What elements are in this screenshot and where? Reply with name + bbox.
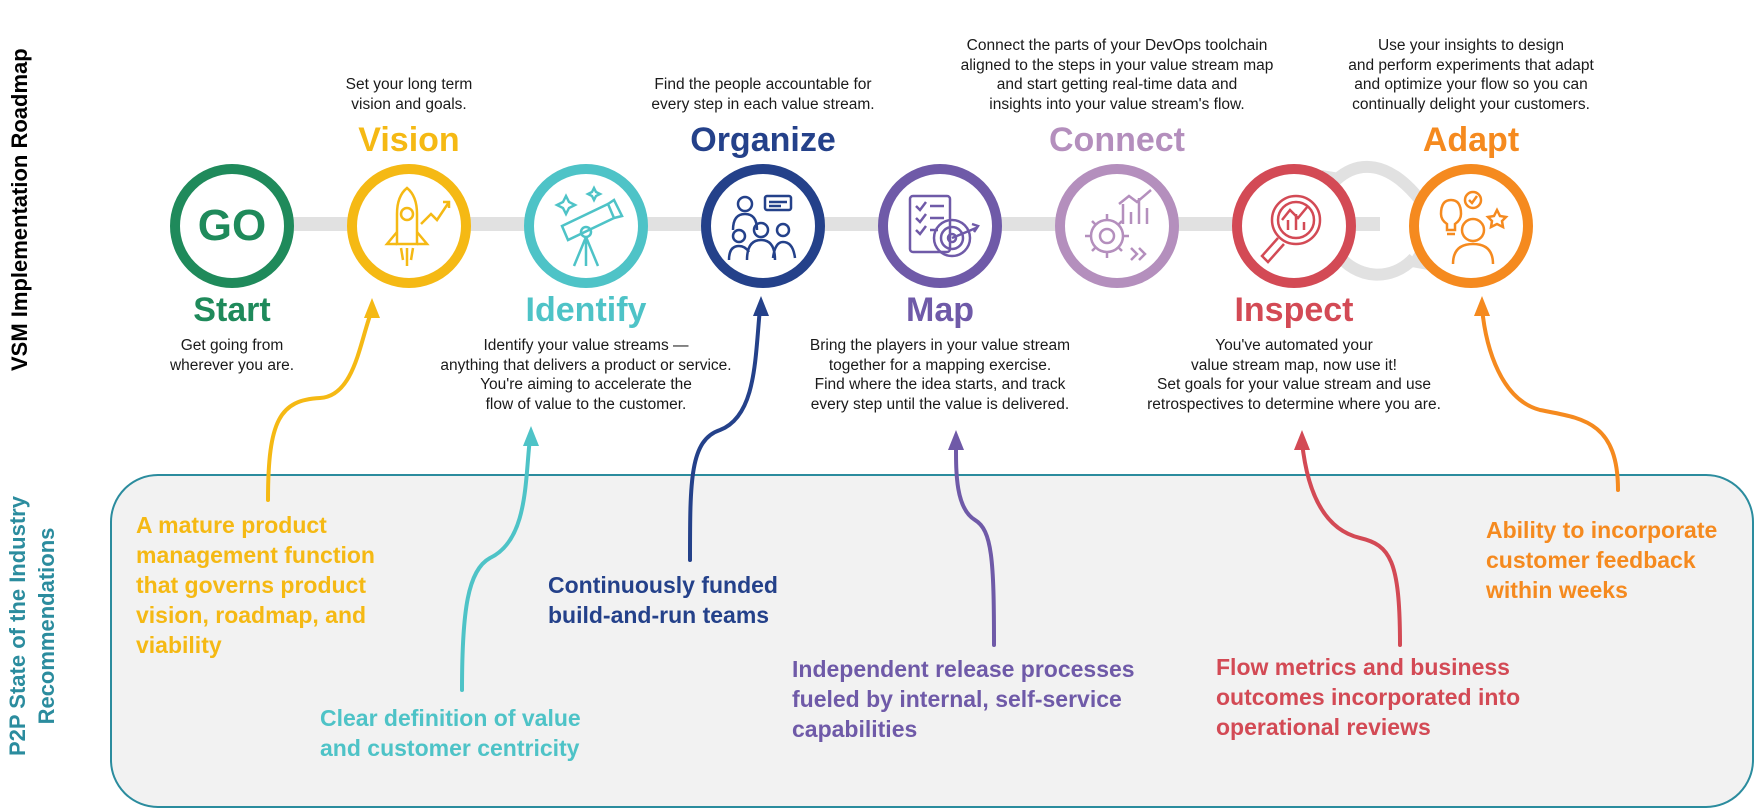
step-connect-description: Connect the parts of your DevOps toolcha… <box>927 36 1307 114</box>
description-line: anything that delivers a product or serv… <box>440 356 732 374</box>
recommendation-flow-metrics: Flow metrics and business outcomes incor… <box>1216 652 1520 742</box>
recommendation-line: Continuously funded <box>548 572 778 598</box>
description-line: continually delight your customers. <box>1352 95 1590 113</box>
description-line: flow of value to the customer. <box>485 395 687 413</box>
description-line: Set goals for your value stream and use <box>1157 376 1431 393</box>
recommendation-funded-teams: Continuously funded build-and-run teams <box>548 570 778 630</box>
step-connect-circle <box>1055 164 1179 288</box>
step-connect-title: Connect <box>1049 121 1185 159</box>
description-line: Find where the idea starts, and track <box>814 376 1066 393</box>
recommendation-line: outcomes incorporated into <box>1216 684 1521 710</box>
step-identify-title: Identify <box>525 291 647 329</box>
connector-map <box>953 440 996 647</box>
description-line: insights into your value stream's flow. <box>989 95 1245 113</box>
description-line: retrospectives to determine where you ar… <box>1147 395 1441 413</box>
description-line: value stream map, now use it! <box>1191 356 1397 374</box>
description-line: You've automated your <box>1215 337 1373 354</box>
recommendation-line: operational reviews <box>1216 714 1431 740</box>
step-identify-description: Identify your value streams — anything t… <box>406 336 766 414</box>
step-adapt-title: Adapt <box>1422 121 1520 159</box>
recommendation-line: Clear definition of value <box>320 705 581 731</box>
step-identify-circle <box>524 164 648 288</box>
step-inspect-description: You've automated your value stream map, … <box>1104 336 1484 414</box>
description-line: vision and goals. <box>351 95 467 113</box>
description-line: every step until the value is delivered. <box>810 395 1070 413</box>
step-adapt-description: Use your insights to design and perform … <box>1301 36 1641 114</box>
step-organize-title: Organize <box>690 121 836 159</box>
recommendation-line: that governs product <box>136 572 367 598</box>
idea-person-icon <box>1439 190 1509 265</box>
description-line: Find the people accountable for <box>654 76 872 93</box>
recommendation-line: A mature product <box>136 512 327 538</box>
connector-adapt-arrowhead <box>1474 296 1490 316</box>
description-line: Bring the players in your value stream <box>809 337 1071 354</box>
connector-vision-arrowhead <box>364 298 380 318</box>
description-line: together for a mapping exercise. <box>828 356 1052 374</box>
description-line: every step in each value stream. <box>651 95 875 113</box>
team-icon <box>727 194 797 261</box>
recommendations-panel <box>110 474 1754 808</box>
connector-identify-arrowhead <box>523 426 539 446</box>
telescope-icon <box>554 185 624 267</box>
recommendation-line: customer feedback <box>1486 547 1696 573</box>
step-start-title: Start <box>193 291 271 329</box>
step-start-circle: GO <box>170 164 294 288</box>
step-organize-circle <box>701 164 825 288</box>
description-line: and optimize your flow so you can <box>1354 76 1588 93</box>
recommendation-line: Independent release processes <box>792 656 1135 682</box>
recommendation-line: fueled by internal, self-service <box>792 686 1122 712</box>
gear-chart-icon <box>1085 189 1152 261</box>
step-adapt-circle <box>1409 164 1533 288</box>
step-start-description: Get going from wherever you are. <box>62 336 402 375</box>
step-vision-title: Vision <box>358 121 460 159</box>
recommendation-line: within weeks <box>1486 577 1628 603</box>
description-line: Set your long term <box>345 76 473 93</box>
recommendation-line: management function <box>136 542 375 568</box>
connector-organize <box>688 306 762 562</box>
connector-adapt <box>1480 306 1620 492</box>
connector-organize-arrowhead <box>753 296 769 316</box>
recommendation-line: Ability to incorporate <box>1486 517 1718 543</box>
recommendation-value-definition: Clear definition of value and customer c… <box>320 703 581 763</box>
recommendation-line: and customer centricity <box>320 735 580 761</box>
step-vision-description: Set your long term vision and goals. <box>239 75 579 114</box>
step-map-title: Map <box>906 291 974 329</box>
description-line: Use your insights to design <box>1377 37 1565 54</box>
step-inspect-circle <box>1232 164 1356 288</box>
recommendation-line: viability <box>136 632 222 658</box>
step-organize-description: Find the people accountable for every st… <box>593 75 933 114</box>
connector-vision <box>266 308 374 502</box>
description-line: and perform experiments that adapt <box>1348 56 1594 74</box>
recommendation-product-management: A mature product management function tha… <box>136 510 375 660</box>
recommendation-line: build-and-run teams <box>548 602 770 628</box>
step-map-circle <box>878 164 1002 288</box>
description-line: aligned to the steps in your value strea… <box>960 56 1274 74</box>
connector-inspect-arrowhead <box>1294 430 1310 450</box>
description-line: You're aiming to accelerate the <box>480 376 692 393</box>
description-line: Identify your value streams — <box>483 337 689 354</box>
rocket-icon <box>384 186 451 266</box>
recommendation-release-processes: Independent release processes fueled by … <box>792 654 1135 744</box>
connector-identify <box>460 436 532 692</box>
step-map-description: Bring the players in your value stream t… <box>760 336 1120 414</box>
magnifier-chart-icon <box>1260 194 1322 264</box>
description-line: and start getting real-time data and <box>996 76 1238 93</box>
step-vision-circle <box>347 164 471 288</box>
go-label: GO <box>197 201 267 250</box>
description-line: Connect the parts of your DevOps toolcha… <box>966 37 1268 54</box>
connector-map-arrowhead <box>948 430 964 450</box>
recommendation-line: Flow metrics and business <box>1216 654 1510 680</box>
description-line: wherever you are. <box>169 356 295 374</box>
target-checklist-icon <box>908 194 980 258</box>
description-line: Get going from <box>180 337 284 354</box>
step-inspect-title: Inspect <box>1234 291 1354 329</box>
recommendation-line: capabilities <box>792 716 918 742</box>
connector-inspect <box>1300 440 1402 647</box>
recommendation-line: vision, roadmap, and <box>136 602 367 628</box>
recommendation-customer-feedback: Ability to incorporate customer feedback… <box>1486 515 1717 605</box>
